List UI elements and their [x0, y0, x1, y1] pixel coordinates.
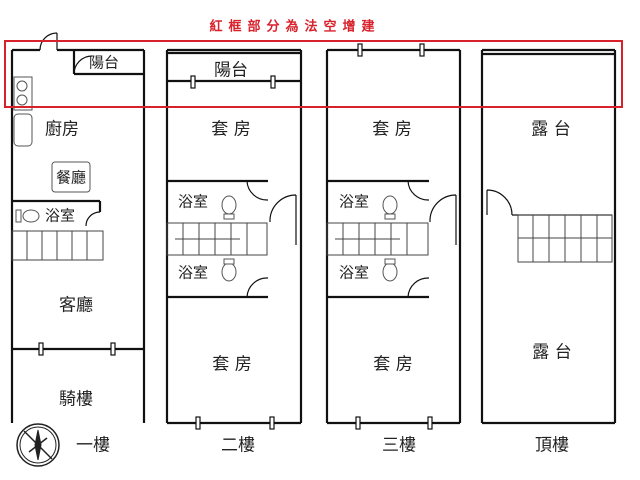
window-marks	[38, 43, 433, 430]
floor-label-roof: 頂樓	[535, 435, 569, 456]
illegal-extension-note: 紅框部分為法空增建	[209, 19, 381, 35]
room-bathroom-2f-a: 浴室	[177, 192, 209, 211]
room-suite-2f-back: 套 房	[212, 354, 252, 375]
stairs	[11, 214, 613, 263]
floor-1-walls	[10, 32, 146, 423]
floor-label-2f: 二樓	[221, 435, 255, 456]
room-suite-3f-back: 套 房	[373, 354, 413, 375]
illegal-extension-box	[4, 40, 623, 108]
room-living: 客廳	[59, 295, 93, 316]
room-bathroom-3f-b: 浴室	[338, 263, 370, 282]
room-balcony-2f: 陽台	[214, 60, 248, 81]
floor-label-3f: 三樓	[382, 435, 416, 456]
room-dining: 餐廳	[55, 168, 87, 187]
room-suite-3f-front: 套 房	[372, 119, 412, 140]
room-kitchen: 廚房	[45, 119, 79, 140]
room-bathroom-3f-a: 浴室	[338, 192, 370, 211]
floor-label-1f: 一樓	[76, 435, 110, 456]
room-bathroom-2f-b: 浴室	[177, 263, 209, 282]
compass-icon	[16, 423, 60, 467]
room-terrace-front: 露 台	[531, 119, 571, 140]
room-arcade: 騎樓	[59, 389, 93, 410]
room-bathroom-1f: 浴室	[44, 206, 76, 225]
room-suite-2f-front: 套 房	[211, 119, 251, 140]
fixtures	[13, 76, 398, 282]
room-balcony-1f: 陽台	[88, 53, 120, 72]
room-terrace-back: 露 台	[532, 342, 572, 363]
